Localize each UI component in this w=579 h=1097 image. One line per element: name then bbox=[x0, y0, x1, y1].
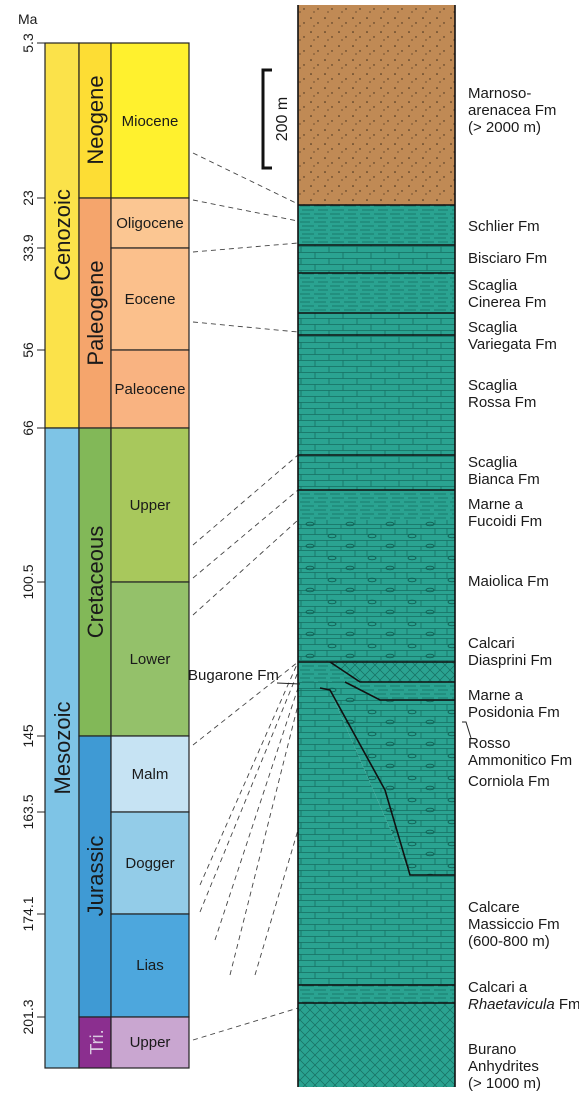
scale-bar-label: 200 m bbox=[274, 97, 291, 141]
period-jurassic-label: Jurassic bbox=[83, 836, 108, 917]
epoch-dogger-label: Dogger bbox=[125, 855, 174, 872]
age-label: 33.9 bbox=[20, 234, 36, 261]
formation-label: Schlier Fm bbox=[468, 218, 540, 235]
epoch-paleocene-box bbox=[110, 349, 190, 429]
scale-bar: 200 m bbox=[261, 68, 291, 170]
epoch-eocene-box bbox=[110, 247, 190, 351]
bugarone-label: Bugarone Fm bbox=[188, 667, 279, 684]
period-jurassic-box bbox=[78, 735, 112, 1018]
layer-scaglia-variegata bbox=[298, 313, 455, 335]
epoch-column: Miocene Oligocene Eocene Paleocene Upper… bbox=[110, 42, 190, 1069]
layer-calcare-massiccio bbox=[298, 690, 455, 985]
epoch-cretaceous-lower-box bbox=[110, 581, 190, 737]
period-neogene-label: Neogene bbox=[83, 75, 108, 164]
epoch-paleocene-label: Paleocene bbox=[115, 381, 186, 398]
epoch-oligocene-box bbox=[110, 197, 190, 249]
layer-maiolica bbox=[298, 520, 455, 662]
epoch-miocene-label: Miocene bbox=[122, 113, 179, 130]
era-cenozoic-label: Cenozoic bbox=[50, 189, 75, 281]
epoch-triassic-upper-label: Upper bbox=[130, 1034, 171, 1051]
epoch-lias-box bbox=[110, 913, 190, 1018]
layer-scaglia-rossa bbox=[298, 335, 455, 455]
epoch-miocene-box bbox=[110, 42, 190, 199]
bugarone-leader bbox=[276, 682, 301, 685]
layer-burano bbox=[298, 1003, 455, 1087]
epoch-dogger-box bbox=[110, 811, 190, 915]
epoch-eocene-label: Eocene bbox=[125, 291, 176, 308]
era-column: Cenozoic Mesozoic bbox=[44, 42, 80, 1069]
layer-rosso-ammonitico bbox=[298, 682, 455, 875]
epoch-malm-label: Malm bbox=[132, 766, 169, 783]
layer-scaglia-cinerea bbox=[298, 273, 455, 313]
age-label: 5.3 bbox=[20, 33, 36, 53]
period-column: Neogene Paleogene Cretaceous Jurassic Tr… bbox=[78, 42, 112, 1069]
correlation-lines bbox=[192, 152, 299, 1041]
era-mesozoic-box bbox=[44, 427, 80, 1069]
age-label: 145 bbox=[20, 724, 36, 748]
formation-label: Corniola Fm bbox=[468, 773, 550, 790]
epoch-malm-box bbox=[110, 735, 190, 813]
epoch-triassic-upper-box bbox=[110, 1016, 190, 1069]
formation-label: Maiolica Fm bbox=[468, 573, 549, 590]
formation-labels: Marnoso-arenacea Fm(> 2000 m) Schlier Fm B… bbox=[468, 85, 579, 1092]
axis-unit-label: Ma bbox=[18, 11, 38, 27]
formation-label: Marnoso-arenacea Fm(> 2000 m) bbox=[468, 85, 556, 136]
layer-boundaries bbox=[298, 204, 455, 1004]
epoch-lias-label: Lias bbox=[136, 957, 164, 974]
layer-marne-posidonia bbox=[298, 662, 455, 700]
formation-label: Bisciaro Fm bbox=[468, 250, 547, 267]
period-cretaceous-box bbox=[78, 427, 112, 737]
period-triassic-box bbox=[78, 1016, 112, 1069]
scale-bar-bracket bbox=[261, 68, 272, 170]
layer-calcari-diasprini bbox=[330, 662, 455, 682]
age-label: 56 bbox=[20, 342, 36, 358]
layer-scaglia-bianca bbox=[298, 455, 455, 490]
lithologic-column bbox=[297, 5, 456, 1087]
age-label: 23 bbox=[20, 190, 36, 206]
era-mesozoic-label: Mesozoic bbox=[50, 702, 75, 795]
epoch-cretaceous-upper-label: Upper bbox=[130, 497, 171, 514]
layer-marnoso-arenacea bbox=[298, 5, 455, 205]
epoch-cretaceous-upper-box bbox=[110, 427, 190, 583]
layer-rhaetavicula bbox=[298, 985, 455, 1003]
rosso-leader bbox=[462, 721, 472, 739]
epoch-oligocene-label: Oligocene bbox=[116, 215, 184, 232]
epoch-cretaceous-lower-label: Lower bbox=[130, 651, 171, 668]
period-paleogene-label: Paleogene bbox=[83, 260, 108, 365]
layer-bisciaro bbox=[298, 245, 455, 273]
period-cretaceous-label: Cretaceous bbox=[83, 526, 108, 639]
column-borders bbox=[297, 5, 456, 1087]
period-paleogene-box bbox=[78, 197, 112, 429]
layer-schlier bbox=[298, 205, 455, 245]
period-triassic-label: Tri. bbox=[87, 1029, 107, 1054]
age-labels: 5.3 23 33.9 56 66 100.5 145 163.5 174.1 201.3 bbox=[20, 33, 45, 1035]
age-label: 201.3 bbox=[20, 999, 36, 1034]
age-label: 100.5 bbox=[20, 564, 36, 599]
layer-marne-fucoidi bbox=[298, 490, 455, 520]
age-label: 66 bbox=[20, 420, 36, 436]
age-label: 163.5 bbox=[20, 794, 36, 829]
age-label: 174.1 bbox=[20, 896, 36, 931]
